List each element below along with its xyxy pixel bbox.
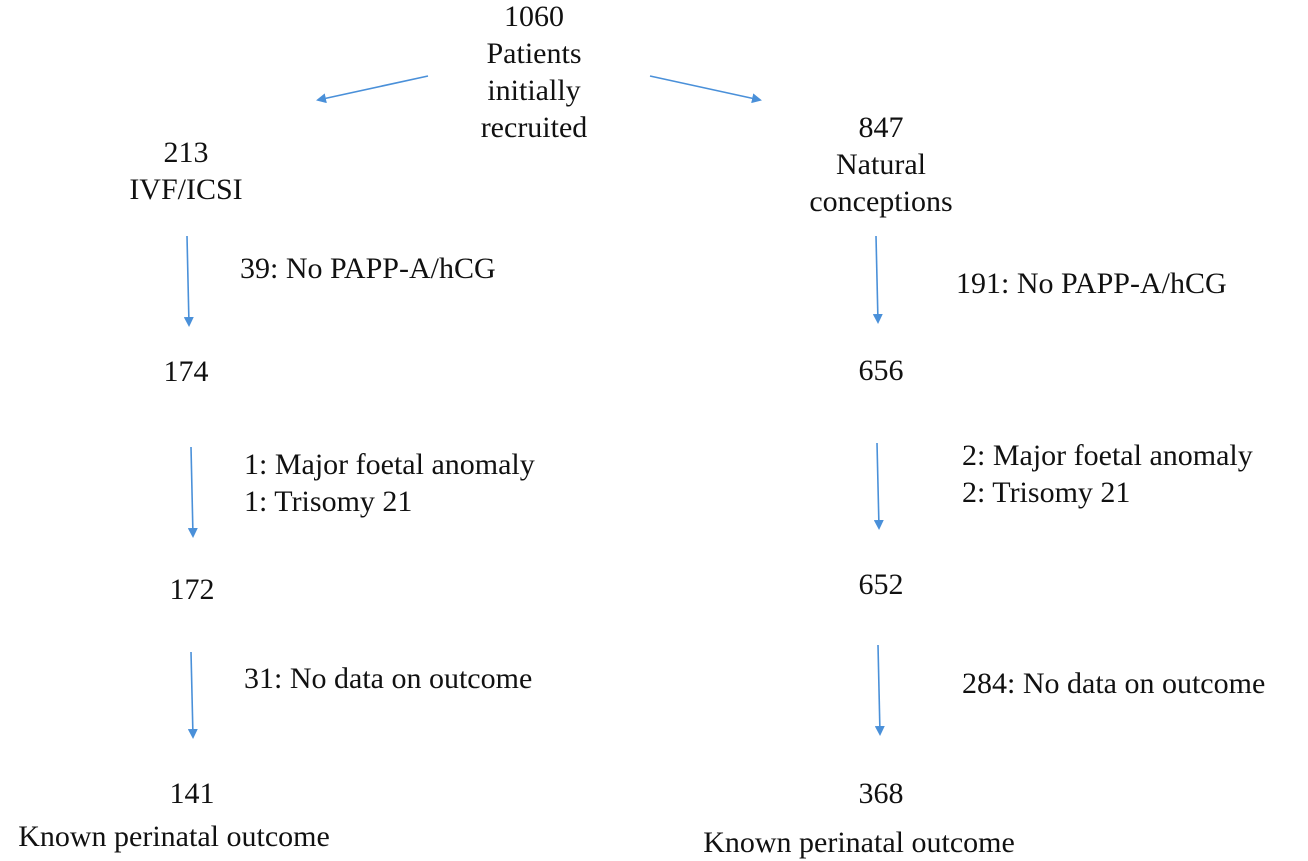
natural-step2-exclusions: 2: Major foetal anomaly 2: Trisomy 21 [962,437,1253,511]
arrow-root-to-natural [649,75,762,104]
arrow-ivf-step3 [187,651,198,739]
ivf-step2-count: 172 [169,573,215,606]
ivf-start-node: 213 IVF/ICSI [129,134,242,208]
natural-step3-count: 368 [858,777,904,810]
natural-step1-exclusion: 191: No PAPP-A/hCG [956,267,1227,300]
ivf-step1-count: 174 [163,355,209,388]
natural-step2-count: 652 [858,568,904,601]
natural-step1-count: 656 [858,354,904,387]
natural-step2-exclusion-trisomy: 2: Trisomy 21 [962,476,1131,509]
natural-start-label-line-1: Natural [836,148,926,181]
natural-start-count: 847 [858,111,904,144]
natural-step3-exclusion: 284: No data on outcome [962,667,1266,700]
ivf-outcome-label: Known perinatal outcome [18,820,330,853]
ivf-start-count: 213 [163,136,209,169]
ivf-step3-exclusion: 31: No data on outcome [244,662,533,695]
arrow-natural-step1 [872,235,883,324]
natural-outcome-label: Known perinatal outcome [703,826,1015,859]
root-label-line-3: recruited [480,111,588,144]
natural-step2-exclusion-anomaly: 2: Major foetal anomaly [962,439,1253,472]
ivf-step1-exclusion: 39: No PAPP-A/hCG [240,252,496,285]
root-count: 1060 [503,0,564,33]
arrow-root-to-ivf [316,75,429,104]
arrow-natural-step3 [874,644,885,736]
ivf-start-label: IVF/ICSI [129,173,243,206]
ivf-step3-count: 141 [169,777,215,810]
ivf-step2-exclusions: 1: Major foetal anomaly 1: Trisomy 21 [244,446,535,520]
arrow-ivf-step1 [183,235,194,327]
root-label-line-1: Patients [486,37,582,70]
natural-start-label-line-2: conceptions [809,185,953,218]
ivf-step2-exclusion-anomaly: 1: Major foetal anomaly [244,448,535,481]
root-label-line-2: initially [487,74,581,107]
arrow-ivf-step2 [187,446,198,538]
arrow-natural-step2 [873,442,884,530]
ivf-step2-exclusion-trisomy: 1: Trisomy 21 [244,485,413,518]
natural-start-node: 847 Natural conceptions [809,109,952,220]
root-node: 1060 Patients initially recruited [481,0,588,146]
